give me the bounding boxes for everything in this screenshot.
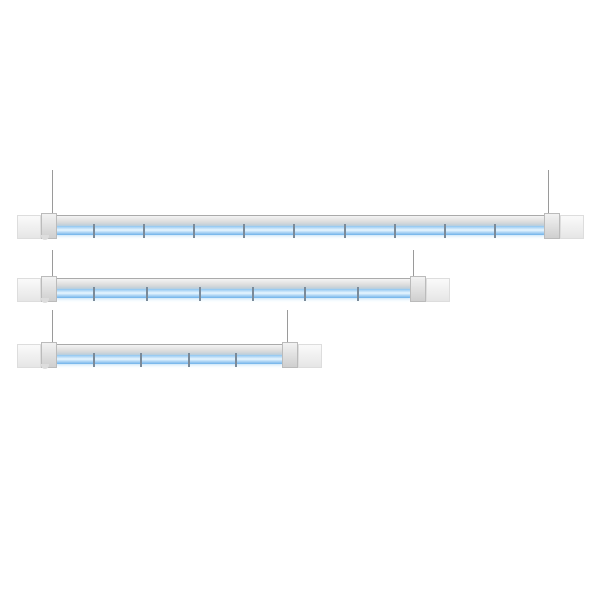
mount-bracket bbox=[41, 276, 57, 302]
tube-clip bbox=[393, 224, 396, 238]
suspension-wire bbox=[548, 170, 549, 216]
tube-clip bbox=[251, 287, 254, 301]
tube-clip bbox=[145, 287, 148, 301]
tube-clip bbox=[234, 353, 237, 367]
sensor-knob bbox=[41, 364, 49, 369]
suspension-wire bbox=[52, 250, 53, 279]
tube-clip bbox=[293, 224, 296, 238]
end-cap bbox=[560, 215, 584, 239]
reflector bbox=[55, 215, 546, 227]
end-cap bbox=[17, 344, 41, 368]
suspension-wire bbox=[52, 310, 53, 345]
lamp-body bbox=[17, 276, 450, 303]
tube-clip bbox=[93, 353, 95, 367]
uv-tube bbox=[53, 355, 286, 364]
tube-clip bbox=[243, 224, 246, 238]
end-cap bbox=[17, 215, 41, 239]
end-cap bbox=[17, 278, 41, 302]
mount-bracket bbox=[282, 342, 298, 368]
tube-clip bbox=[443, 224, 446, 238]
mount-bracket bbox=[544, 213, 560, 239]
mount-bracket bbox=[410, 276, 426, 302]
end-cap bbox=[426, 278, 450, 302]
tube-clip bbox=[143, 224, 146, 238]
tube-clip bbox=[343, 224, 346, 238]
sensor-knob bbox=[41, 235, 49, 240]
uv-tube bbox=[53, 226, 548, 235]
uv-tube bbox=[53, 289, 414, 298]
tube-clip bbox=[187, 353, 190, 367]
tube-clip bbox=[493, 224, 496, 238]
reflector bbox=[55, 278, 412, 290]
reflector bbox=[55, 344, 284, 356]
tube-clip bbox=[357, 287, 360, 301]
mount-bracket bbox=[41, 342, 57, 368]
suspension-wire bbox=[287, 310, 288, 345]
sensor-knob bbox=[41, 298, 49, 303]
suspension-wire bbox=[413, 250, 414, 279]
tube-clip bbox=[140, 353, 143, 367]
tube-clip bbox=[93, 287, 95, 301]
suspension-wire bbox=[52, 170, 53, 216]
lamp-body bbox=[17, 342, 322, 369]
tube-clip bbox=[304, 287, 307, 301]
tube-clip bbox=[198, 287, 201, 301]
tube-clip bbox=[93, 224, 95, 238]
lamp-body bbox=[17, 213, 584, 240]
tube-clip bbox=[193, 224, 196, 238]
mount-bracket bbox=[41, 213, 57, 239]
end-cap bbox=[298, 344, 322, 368]
